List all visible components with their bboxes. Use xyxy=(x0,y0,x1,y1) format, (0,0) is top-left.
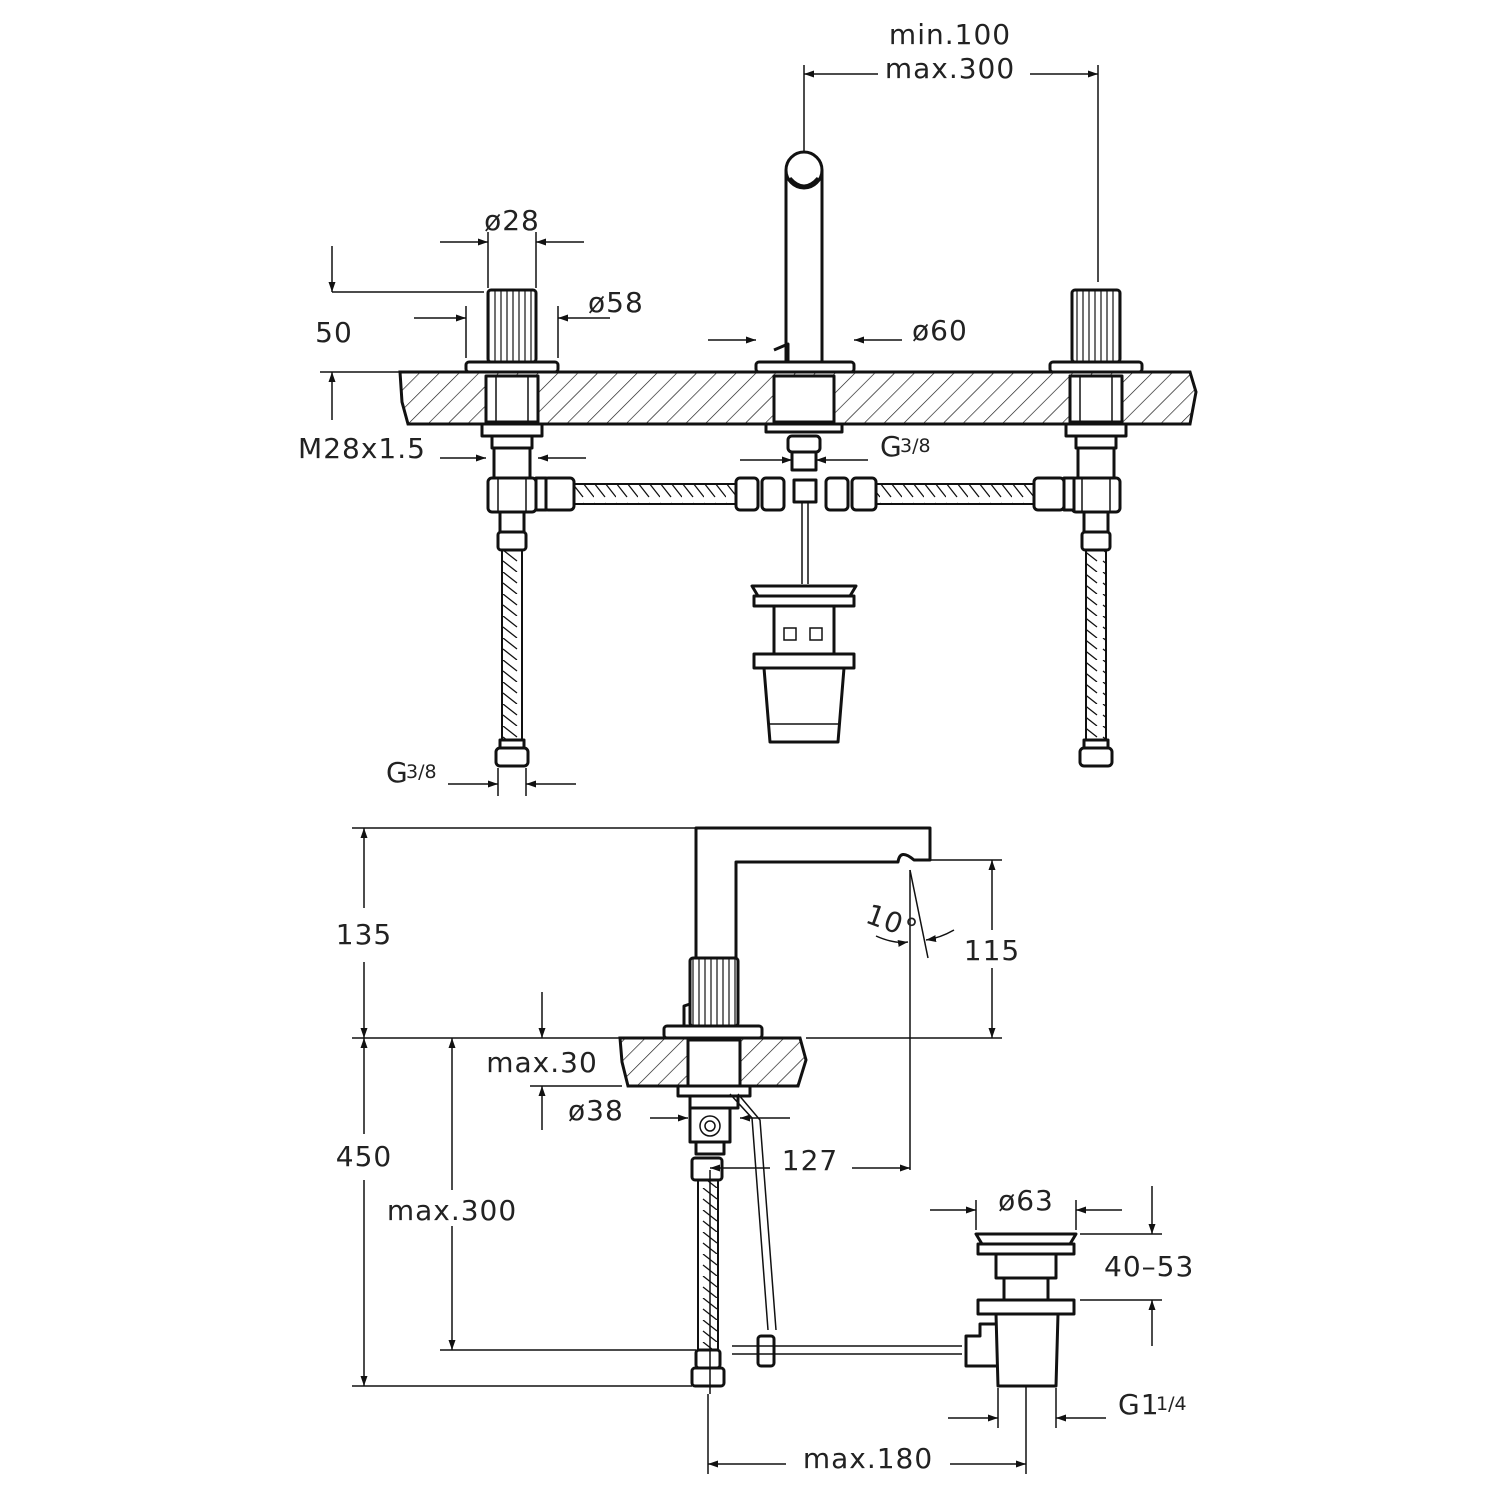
hose-right-horizontal xyxy=(875,483,1035,505)
right-handle xyxy=(1048,288,1144,534)
deck-max-label: max.30 xyxy=(486,1046,598,1079)
drain-waste-side xyxy=(964,1232,1078,1388)
left-handle xyxy=(464,288,560,534)
spout-side xyxy=(694,826,932,958)
shank-dia-label: ø38 xyxy=(568,1094,624,1127)
reach-label: 127 xyxy=(782,1144,838,1177)
waste-range-label: 40–53 xyxy=(1104,1250,1194,1283)
hose-conn-fraction: 3/8 xyxy=(406,761,437,783)
center-conn-fraction: 3/8 xyxy=(900,435,931,457)
spout-dia-label: ø60 xyxy=(912,314,968,347)
spread-max-label: max.300 xyxy=(885,52,1015,85)
hose-conn-label: G xyxy=(386,756,409,789)
rosette-dia-label: ø58 xyxy=(588,286,644,319)
handle-height-label: 50 xyxy=(315,316,353,349)
thread-label: M28x1.5 xyxy=(298,432,426,465)
spread-min-label: min.100 xyxy=(889,18,1011,51)
hose-right-vertical xyxy=(1078,530,1114,768)
waste-offset-label: max.180 xyxy=(803,1442,933,1475)
angle-label: 10° xyxy=(862,898,923,947)
waste-thread-fraction: 1/4 xyxy=(1156,1393,1187,1415)
outlet-height-label: 115 xyxy=(964,934,1020,967)
front-view xyxy=(398,150,1198,768)
side-handle xyxy=(688,956,740,1028)
center-conn-label: G xyxy=(880,430,903,463)
side-dimensions: 135 115 10° max.30 ø38 127 450 xyxy=(336,827,1194,1475)
front-dimensions: min.100 max.300 ø28 ø58 ø60 50 M28x1.5 G… xyxy=(298,18,1099,796)
hose-left-vertical xyxy=(494,530,530,768)
waste-dia-label: ø63 xyxy=(998,1184,1054,1217)
spout-front xyxy=(754,150,856,504)
hose-fittings xyxy=(534,476,1076,512)
total-height-label: 135 xyxy=(336,918,392,951)
handle-dia-label: ø28 xyxy=(484,204,540,237)
hose-max-label: max.300 xyxy=(387,1194,517,1227)
hose-left-horizontal xyxy=(573,483,737,505)
side-view xyxy=(618,826,1078,1388)
drain-waste-front xyxy=(750,584,858,744)
below-deck-label: 450 xyxy=(336,1140,392,1173)
waste-thread-label: G1 xyxy=(1118,1388,1160,1421)
